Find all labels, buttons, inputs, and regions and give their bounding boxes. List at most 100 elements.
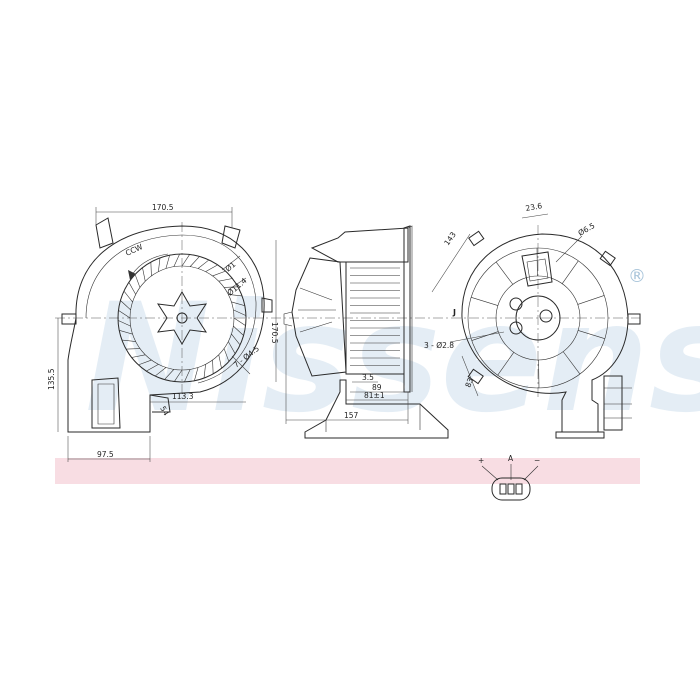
fan-blade: [197, 259, 210, 269]
fan-blade: [224, 286, 238, 288]
dim-3-5-label: 3.5: [362, 373, 374, 382]
dim-small-label: 54: [158, 405, 171, 418]
dim-23-6-label: 23.6: [525, 201, 543, 213]
fan-blade: [118, 310, 131, 319]
side-fan-fins: [350, 267, 400, 366]
outlet-tab: [149, 394, 171, 413]
rear-inner-ring: [467, 247, 609, 389]
fan-blades: [117, 253, 247, 383]
scroll-housing: [67, 225, 265, 433]
fan-blade: [146, 364, 159, 372]
outlet-duct-inner: [97, 383, 115, 425]
fan-blade: [203, 364, 206, 379]
fan-blade: [138, 359, 152, 366]
connector-pin-2: [507, 483, 515, 495]
rear-spoke: [471, 331, 499, 341]
fan-wheel-outer: [117, 253, 247, 383]
rear-spoke: [497, 352, 515, 376]
dim-height-label: 170.5: [270, 322, 279, 344]
side-motor-ribs: [298, 287, 336, 333]
fan-blade: [120, 300, 131, 311]
fan-blade: [189, 256, 200, 267]
connector-plus-label: +: [478, 456, 484, 465]
connector-pin-1: [499, 483, 507, 495]
rear-tab-3: [627, 313, 641, 325]
side-top-cover: [310, 227, 409, 263]
fan-blade: [131, 354, 146, 358]
rear-spoke: [578, 330, 605, 339]
rear-terminal-3: [509, 321, 523, 335]
fan-blade: [231, 333, 241, 346]
fan-hub: [157, 290, 207, 346]
connector-detail: + A −: [478, 454, 540, 501]
dim-81-label: 81±1: [364, 391, 385, 400]
connector-a-label: A: [508, 454, 514, 463]
rear-spoke: [577, 295, 605, 305]
dim-width-label: 170.5: [152, 203, 174, 212]
rear-right-bracket: [603, 375, 623, 431]
fan-blade: [184, 369, 191, 383]
fan-blade: [181, 254, 190, 267]
dim-outlet-label: 113.3: [172, 392, 194, 401]
fan-blade: [174, 369, 183, 382]
fan-blade: [164, 369, 175, 380]
rear-j-label: J: [452, 308, 456, 317]
fan-blade: [233, 309, 247, 316]
dim-6-5-label: Ø6.5: [577, 221, 597, 238]
fan-blade: [228, 341, 236, 354]
side-back-plate: [403, 225, 411, 393]
fan-blade: [233, 317, 246, 326]
fan-blade: [194, 367, 199, 381]
dim-total-label: 157: [344, 411, 359, 420]
dim-line-143: [431, 233, 471, 293]
fan-blade: [142, 267, 146, 282]
fan-blade: [212, 270, 226, 277]
fan-blade: [117, 320, 131, 327]
outlet-duct: [91, 377, 121, 429]
connector-pin-3: [515, 483, 523, 495]
rear-terminal-2: [539, 309, 553, 323]
hub-center: [176, 312, 188, 324]
fan-blade: [119, 330, 133, 335]
mount-ear-right: [261, 297, 273, 313]
rear-tab-1: [468, 230, 485, 247]
fan-blade: [123, 290, 133, 303]
fan-blade: [134, 274, 141, 288]
mount-ear-top-left: [95, 217, 114, 249]
side-shaft: [283, 311, 293, 327]
fan-blade: [228, 294, 243, 297]
side-base: [304, 379, 449, 439]
rear-spoke: [495, 261, 514, 285]
rotation-label: CCW: [124, 242, 145, 258]
fan-blade: [218, 354, 222, 369]
fan-blade: [150, 262, 152, 276]
fan-blade: [173, 253, 180, 267]
registered-mark: ®: [628, 266, 646, 287]
rear-spoke: [561, 260, 579, 284]
mount-ear-top-right: [221, 225, 241, 249]
side-motor-cone: [291, 257, 347, 377]
fan-blade: [223, 348, 230, 362]
rear-view: 143 23.6 Ø6.5 3 - Ø2.8 83 J: [424, 201, 641, 439]
pink-band: [55, 458, 640, 484]
fan-blade: [231, 301, 245, 306]
rear-tab-2: [599, 250, 616, 267]
rear-motor-ring: [495, 275, 581, 361]
fan-blade: [212, 360, 214, 374]
rear-spoke: [471, 297, 498, 306]
dim-83-label: 83: [463, 376, 475, 388]
rotation-arrow: [131, 253, 169, 276]
rotation-arrow-head: [128, 270, 136, 280]
dim-left-height-label: 135.5: [47, 368, 56, 390]
dim-line-23-6: [521, 213, 549, 219]
mount-ear-left: [61, 313, 77, 325]
dim-143-label: 143: [442, 230, 458, 247]
rear-connector-block: [521, 251, 553, 287]
dim-89-label: 89: [372, 383, 382, 392]
fan-blade: [154, 367, 167, 377]
fan-blade: [128, 282, 136, 295]
fan-blade: [126, 348, 140, 350]
rear-spoke: [562, 351, 581, 375]
rear-terminal-1: [509, 297, 523, 311]
rear-motor-cap: [515, 295, 561, 341]
